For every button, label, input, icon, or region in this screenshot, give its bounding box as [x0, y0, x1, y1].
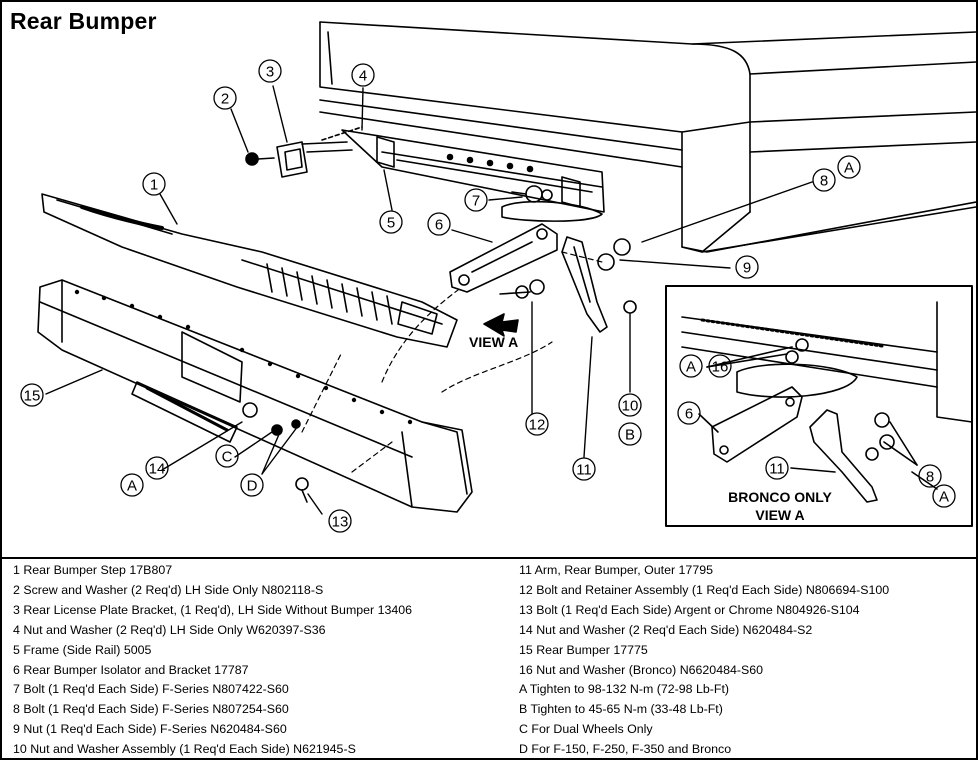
leader-lines [45, 85, 813, 515]
bronco-inset [665, 285, 973, 527]
legend-item: D For F-150, F-250, F-350 and Bronco [519, 742, 732, 757]
exploded-view-drawing: 1 2 3 4 5 6 7 8 A 9 10 B 12 11 13 14 A 1… [20, 21, 976, 533]
callout-8: 8 [820, 173, 828, 190]
callout-7: 7 [472, 193, 480, 210]
legend-divider [2, 557, 976, 559]
callout-9: 9 [743, 260, 751, 277]
callout-d: D [247, 478, 258, 495]
legend-item: 4 Nut and Washer (2 Req'd) LH Side Only … [13, 622, 326, 637]
inset-label-view: VIEW A [755, 507, 804, 523]
callout-11: 11 [576, 462, 592, 479]
legend-item: 10 Nut and Washer Assembly (1 Req'd Each… [13, 742, 356, 757]
callout-circles [20, 59, 956, 533]
callout-a-inset-2: A [939, 489, 949, 506]
truck-body [319, 21, 976, 253]
legend-item: 1 Rear Bumper Step 17B807 [13, 563, 173, 577]
rear-bumper [37, 279, 473, 513]
legend-item: 6 Rear Bumper Isolator and Bracket 17787 [13, 662, 249, 677]
page-title: Rear Bumper [10, 8, 157, 34]
legend-item: 14 Nut and Washer (2 Req'd Each Side) N6… [519, 622, 813, 637]
callout-a-left: A [127, 478, 137, 495]
callout-b: B [625, 427, 635, 444]
callout-6-inset: 6 [685, 406, 693, 423]
callout-2: 2 [221, 91, 229, 108]
callout-4: 4 [359, 68, 367, 85]
legend-item: 3 Rear License Plate Bracket, (1 Req'd),… [13, 602, 413, 617]
callout-11-inset: 11 [769, 461, 785, 478]
callout-8-inset: 8 [926, 469, 934, 486]
callout-5: 5 [387, 215, 395, 232]
legend-item: 9 Nut (1 Req'd Each Side) F-Series N6204… [13, 722, 287, 737]
callout-15: 15 [24, 388, 41, 405]
legend-column-left: 1 Rear Bumper Step 17B807 2 Screw and Wa… [13, 561, 412, 760]
callout-10: 10 [622, 398, 639, 415]
callout-12: 12 [529, 417, 546, 434]
legend-item: A Tighten to 98-132 N-m (72-98 Lb-Ft) [519, 682, 730, 697]
callout-14: 14 [149, 461, 166, 478]
callout-c: C [222, 449, 233, 466]
legend-item: 16 Nut and Washer (Bronco) N6620484-S60 [519, 662, 764, 677]
outer-arm [561, 236, 608, 333]
legend-item: 11 Arm, Rear Bumper, Outer 17795 [519, 563, 713, 577]
callout-16: 16 [712, 359, 729, 376]
inset-label-bronco: BRONCO ONLY [728, 489, 832, 505]
legend-item: 7 Bolt (1 Req'd Each Side) F-Series N807… [13, 682, 289, 697]
bolts-and-nuts [499, 185, 637, 314]
callout-a-inset: A [686, 359, 696, 376]
legend-item: 12 Bolt and Retainer Assembly (1 Req'd E… [519, 582, 890, 597]
view-a-arrow [483, 313, 519, 337]
legend-column-right: 11 Arm, Rear Bumper, Outer 17795 12 Bolt… [519, 561, 889, 760]
callout-3: 3 [266, 64, 274, 81]
parts-legend: 1 Rear Bumper Step 17B807 2 Screw and Wa… [2, 559, 976, 759]
legend-item: 5 Frame (Side Rail) 5005 [13, 642, 152, 657]
isolator-and-bracket [449, 223, 558, 293]
callout-6: 6 [435, 217, 443, 234]
legend-item: 8 Bolt (1 Req'd Each Side) F-Series N807… [13, 702, 289, 717]
view-a-label: VIEW A [469, 334, 518, 350]
callout-a-top: A [844, 160, 854, 177]
callout-1: 1 [150, 177, 158, 194]
legend-item: 2 Screw and Washer (2 Req'd) LH Side Onl… [13, 582, 324, 597]
legend-item: 13 Bolt (1 Req'd Each Side) Argent or Ch… [519, 602, 860, 617]
callout-13: 13 [332, 514, 349, 531]
legend-item: C For Dual Wheels Only [519, 722, 653, 737]
license-plate-bracket [245, 126, 363, 178]
rear-bumper-step [41, 193, 458, 348]
legend-item: B Tighten to 45-65 N-m (33-48 Lb-Ft) [519, 702, 723, 717]
legend-item: 15 Rear Bumper 17775 [519, 642, 648, 657]
assembly-lines [301, 251, 603, 473]
